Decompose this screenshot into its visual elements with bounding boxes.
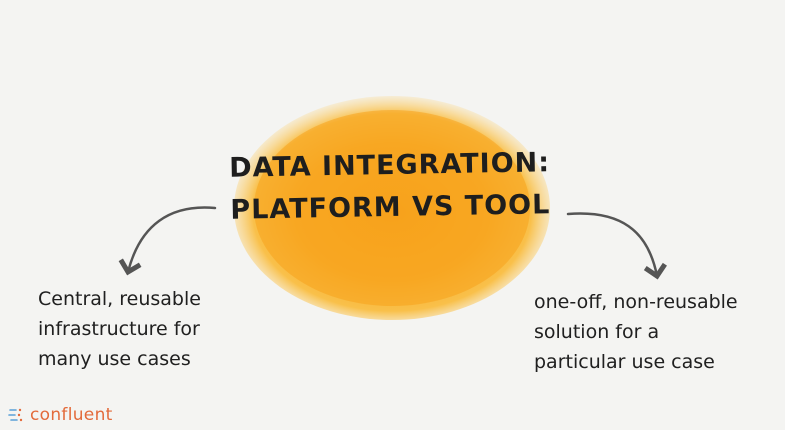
slide-title: DATA INTEGRATION: PLATFORM VS TOOL xyxy=(189,142,590,233)
right-note-line-1: one-off, non-reusable xyxy=(534,291,738,313)
title-line-2: PLATFORM VS TOOL xyxy=(230,189,551,226)
right-note-line-2: solution for a xyxy=(534,321,660,343)
confluent-mark-icon xyxy=(8,408,23,422)
tool-description: one-off, non-reusable solution for a par… xyxy=(534,287,738,377)
left-note-line-3: many use cases xyxy=(38,348,191,370)
title-line-1: DATA INTEGRATION: xyxy=(228,147,551,184)
platform-description: Central, reusable infrastructure for man… xyxy=(38,284,201,374)
left-arrow xyxy=(118,206,217,276)
right-arrow xyxy=(566,212,667,280)
right-note-line-3: particular use case xyxy=(534,351,715,373)
confluent-logo: confluent xyxy=(8,404,113,426)
logo-text: confluent xyxy=(30,405,113,425)
left-note-line-2: infrastructure for xyxy=(38,318,200,340)
left-note-line-1: Central, reusable xyxy=(38,288,201,310)
